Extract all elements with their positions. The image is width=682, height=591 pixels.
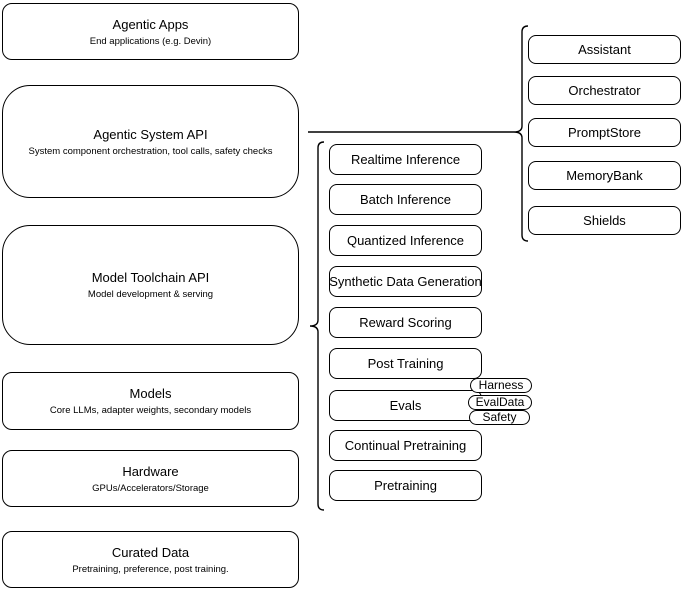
node-curated-data: Curated Data Pretraining, preference, po… [2, 531, 299, 588]
node-reward-scoring: Reward Scoring [329, 307, 482, 338]
node-continual-pretraining: Continual Pretraining [329, 430, 482, 461]
node-hardware: Hardware GPUs/Accelerators/Storage [2, 450, 299, 507]
node-pretraining: Pretraining [329, 470, 482, 501]
toolchain-brace [309, 141, 325, 511]
node-subtitle: Core LLMs, adapter weights, secondary mo… [49, 405, 252, 416]
node-orchestrator: Orchestrator [528, 76, 681, 105]
node-label: Shields [583, 213, 626, 228]
node-realtime-inference: Realtime Inference [329, 144, 482, 175]
node-label: Assistant [578, 42, 631, 57]
pill-label: Safety [482, 410, 517, 424]
node-label: Batch Inference [359, 192, 452, 207]
pill-harness: Harness [470, 378, 532, 393]
node-synthetic-data-generation: Synthetic Data Generation [329, 266, 482, 297]
node-title: Hardware [122, 463, 179, 479]
node-title: Agentic System API [93, 126, 208, 142]
node-quantized-inference: Quantized Inference [329, 225, 482, 256]
node-label: Continual Pretraining [344, 438, 467, 453]
node-label: Evals [389, 398, 422, 413]
node-memorybank: MemoryBank [528, 161, 681, 190]
node-label: Pretraining [374, 478, 437, 493]
node-shields: Shields [528, 206, 681, 235]
node-subtitle: System component orchestration, tool cal… [28, 145, 273, 157]
node-label: Synthetic Data Generation [329, 274, 482, 289]
node-subtitle: Pretraining, preference, post training. [72, 563, 229, 575]
node-model-toolchain-api: Model Toolchain API Model development & … [2, 225, 299, 345]
node-label: Realtime Inference [350, 152, 461, 167]
node-agentic-system-api: Agentic System API System component orch… [2, 85, 299, 198]
pill-evaldata: EvalData [468, 395, 532, 410]
node-title: Curated Data [111, 544, 190, 560]
node-title: Models [129, 386, 172, 401]
pill-label: EvalData [475, 395, 525, 409]
system-components-brace [513, 25, 529, 242]
node-batch-inference: Batch Inference [329, 184, 482, 215]
pill-label: Harness [478, 378, 524, 392]
pill-safety: Safety [469, 410, 530, 425]
node-title: Model Toolchain API [91, 270, 210, 285]
node-promptstore: PromptStore [528, 118, 681, 147]
node-subtitle: End applications (e.g. Devin) [89, 35, 212, 47]
node-label: Quantized Inference [346, 233, 465, 248]
node-label: MemoryBank [566, 168, 643, 183]
node-assistant: Assistant [528, 35, 681, 64]
node-label: Reward Scoring [359, 315, 452, 330]
node-agentic-apps: Agentic Apps End applications (e.g. Devi… [2, 3, 299, 60]
node-post-training: Post Training [329, 348, 482, 379]
node-label: Post Training [367, 356, 444, 371]
node-label: PromptStore [568, 125, 641, 140]
node-subtitle: Model development & serving [87, 289, 214, 300]
node-models: Models Core LLMs, adapter weights, secon… [2, 372, 299, 430]
node-subtitle: GPUs/Accelerators/Storage [92, 482, 209, 494]
node-label: Orchestrator [568, 83, 641, 98]
node-evals: Evals [329, 390, 482, 421]
node-title: Agentic Apps [112, 16, 189, 32]
